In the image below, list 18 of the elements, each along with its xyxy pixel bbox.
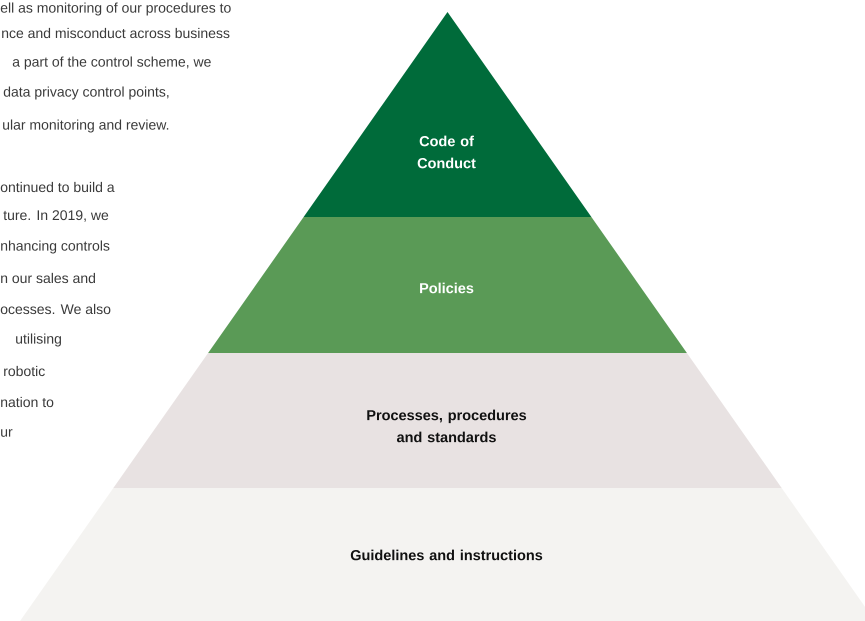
pyramid-tier: Policies xyxy=(208,217,687,353)
pyramid-tier: Code of Conduct xyxy=(304,12,592,217)
body-text: nce and misconduct across business xyxy=(2,28,230,38)
body-text: ocesses. We also xyxy=(0,304,110,314)
pyramid-tier: Processes, procedures and standards xyxy=(113,353,782,488)
body-text: ular monitoring and review. xyxy=(3,119,168,132)
body-text: utilising xyxy=(16,333,61,346)
body-text: a part of the control scheme, we xyxy=(12,56,211,70)
body-text: nhancing controls xyxy=(1,240,110,254)
body-text: ur xyxy=(1,429,12,437)
body-text: ture. In 2019, we xyxy=(3,210,108,222)
pyramid-tier: Guidelines and instructions xyxy=(20,488,865,621)
body-text: ell as monitoring of our procedures to xyxy=(0,2,231,16)
body-text: robotic xyxy=(4,366,45,376)
body-text: ontinued to build a xyxy=(0,182,115,192)
body-text: n our sales and xyxy=(1,272,96,284)
body-text: data privacy control points, xyxy=(4,86,168,100)
body-text: nation to xyxy=(1,396,54,408)
